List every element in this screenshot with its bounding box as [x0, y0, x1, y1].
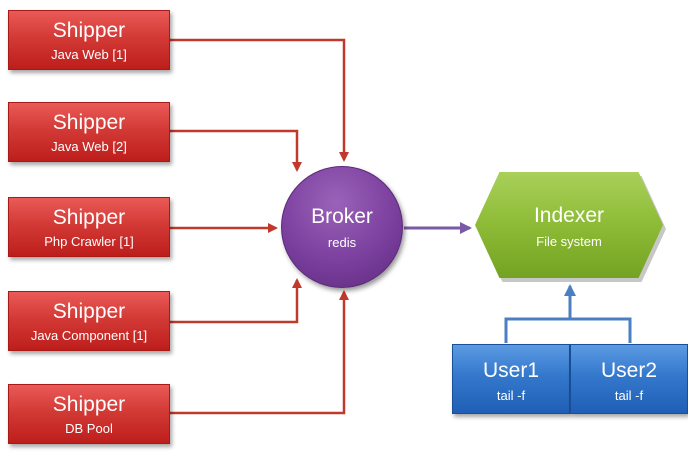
shipper-title: Shipper: [52, 19, 126, 42]
shipper-title: Shipper: [52, 206, 126, 229]
broker-title: Broker: [311, 205, 373, 228]
shipper-subtitle: DB Pool: [65, 421, 113, 436]
broker-node: Broker redis: [281, 166, 403, 288]
user-node-2: User2 tail -f: [570, 344, 688, 414]
shipper-node-db-pool: Shipper DB Pool: [8, 384, 170, 444]
connector-user2-to-indexer: [570, 317, 632, 343]
arrow-shipper-2-to-broker: [170, 129, 302, 172]
arrow-shipper-5-to-broker: [170, 290, 349, 415]
shipper-node-php-crawler: Shipper Php Crawler [1]: [8, 197, 170, 257]
user-subtitle: tail -f: [496, 388, 526, 403]
shipper-subtitle: Java Web [2]: [51, 139, 127, 154]
user-title: User2: [600, 359, 658, 382]
shipper-title: Shipper: [52, 300, 126, 323]
shipper-node-java-web-1: Shipper Java Web [1]: [8, 10, 170, 70]
arrow-shipper-1-to-broker: [170, 38, 349, 162]
shipper-title: Shipper: [52, 111, 126, 134]
user-title: User1: [482, 359, 540, 382]
shipper-node-java-web-2: Shipper Java Web [2]: [8, 102, 170, 162]
arrow-shipper-4-to-broker: [170, 278, 302, 324]
indexer-title: Indexer: [533, 204, 605, 227]
shipper-node-java-component: Shipper Java Component [1]: [8, 291, 170, 351]
shipper-subtitle: Java Web [1]: [51, 47, 127, 62]
broker-subtitle: redis: [327, 235, 357, 250]
connector-user1-to-indexer: [504, 317, 570, 343]
indexer-subtitle: File system: [536, 234, 602, 249]
shipper-title: Shipper: [52, 393, 126, 416]
indexer-node: Indexer File system: [475, 172, 663, 278]
shipper-subtitle: Java Component [1]: [30, 328, 148, 343]
shipper-subtitle: Php Crawler [1]: [44, 234, 134, 249]
user-node-1: User1 tail -f: [452, 344, 570, 414]
user-subtitle: tail -f: [614, 388, 644, 403]
